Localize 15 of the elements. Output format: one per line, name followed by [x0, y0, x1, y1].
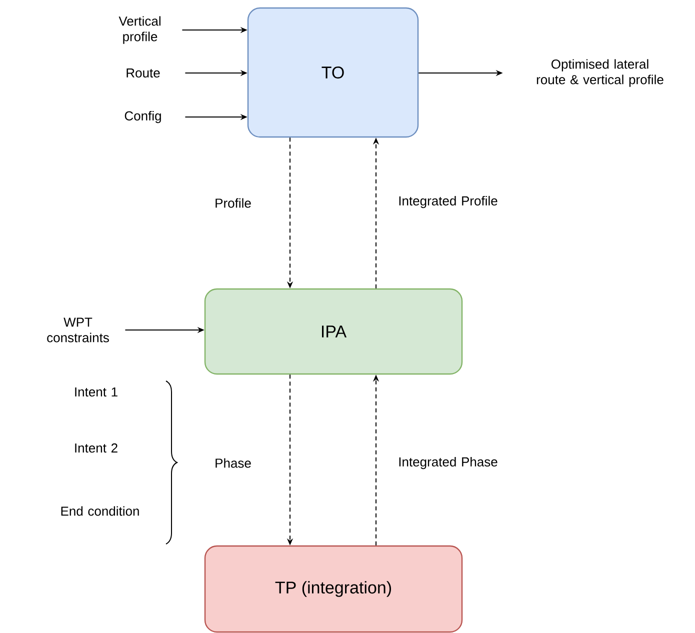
label: End condition	[61, 506, 139, 516]
process-box: TP (integration)	[204, 545, 463, 633]
input-label: Route	[126, 68, 160, 78]
label: Intent 1	[75, 387, 118, 397]
process-box: TO	[247, 7, 419, 138]
process-box: IPA	[204, 288, 463, 375]
edge-label: Integrated Profile	[399, 196, 498, 208]
input-label: Config	[124, 110, 161, 124]
label: Intent 2	[75, 443, 118, 453]
edge-label: Integrated Phase	[399, 456, 498, 470]
edge-label: Phase	[216, 458, 251, 468]
input-label: Optimised lateral route & vertical profile	[536, 59, 664, 87]
input-label: Vertical profile	[118, 16, 160, 44]
input-label: WPT constraints	[47, 318, 109, 342]
edge-label: Profile	[216, 198, 251, 208]
